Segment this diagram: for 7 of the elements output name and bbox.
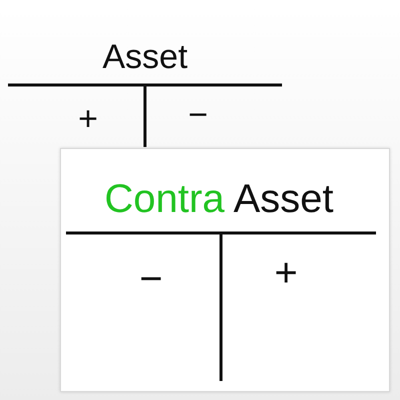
right-column-sign: −	[188, 98, 208, 132]
account-title: Contra Asset	[104, 179, 334, 219]
left-column-sign: −	[139, 259, 163, 299]
account-title: Asset	[102, 40, 188, 74]
left-column-sign: +	[78, 102, 98, 136]
account-card	[60, 148, 390, 392]
right-column-sign: +	[274, 253, 298, 293]
